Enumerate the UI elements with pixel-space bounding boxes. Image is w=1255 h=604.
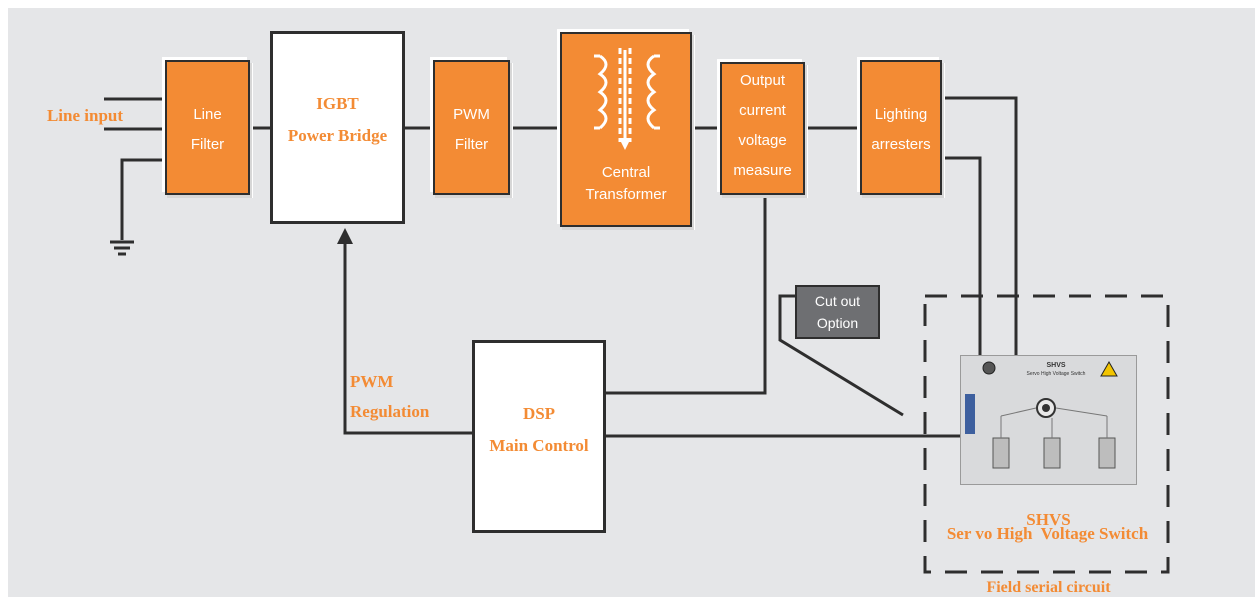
feedback-arrow-icon [337,228,353,244]
output-measure-label-3: voltage [738,132,787,149]
field-circuit-dashed-frame [923,294,1170,574]
dsp-label-2: Main Control [489,436,589,455]
wire-arresters-to-shvs-1 [942,96,1018,357]
dsp-label-1: DSP [522,404,556,423]
output-measure-block: Output current voltage measure [720,62,805,195]
arresters-label-2: arresters [871,136,931,153]
lighting-arresters-block: Lighting arresters [860,60,942,195]
transformer-icon [594,48,660,150]
line-filter-label-2: Filter [190,136,225,153]
field-serial-circuit-label: Field serial circuit [986,579,1111,596]
pwm-filter-label-2: Filter [454,136,489,153]
wire-arresters-to-shvs-2 [942,156,982,357]
cut-out-option-wire [778,294,904,417]
pwm-filter-block: PWM Filter [433,60,510,195]
wire-measure-to-dsp [606,195,767,395]
igbt-label-1: IGBT [316,94,359,113]
cut-out-label-2: Option [816,315,859,331]
transformer-label-1: Central [601,164,651,181]
shvs-caption-title: SHVS [1026,510,1071,529]
plate-title: SHVS [1046,362,1066,369]
ground-icon [110,240,134,256]
plate-subtitle: Servo High Voltage Switch [1026,371,1086,377]
pwm-regulation-label-2: Regulation [350,402,430,421]
arresters-label-1: Lighting [874,106,928,123]
line-filter-block: Line Filter [165,60,250,195]
cut-out-option-box: Cut out Option [795,285,880,339]
output-measure-label-4: measure [733,162,792,179]
output-measure-label-1: Output [739,72,786,89]
line-filter-label-1: Line [193,106,222,123]
ground-wire [120,158,165,240]
pwm-regulation-wire [343,240,472,435]
igbt-power-bridge-block: IGBT Power Bridge [270,31,405,224]
cut-out-label-1: Cut out [814,293,861,309]
output-measure-label-2: current [739,102,786,119]
pwm-regulation-label-1: PWM [350,372,394,391]
dsp-main-control-block: DSP Main Control [472,340,606,533]
line-input-label: Line input [46,106,124,125]
shvs-caption-subtitle: Ser vo High Voltage Switch [946,524,1149,543]
igbt-label-2: Power Bridge [287,126,388,145]
transformer-label-2: Transformer [585,186,667,203]
pwm-filter-label-1: PWM [453,106,490,123]
central-transformer-block: Central Transformer [560,32,692,227]
shvs-device-drawing [965,360,1118,469]
shvs-device-image: SHVS Servo High Voltage Switch [960,355,1137,485]
